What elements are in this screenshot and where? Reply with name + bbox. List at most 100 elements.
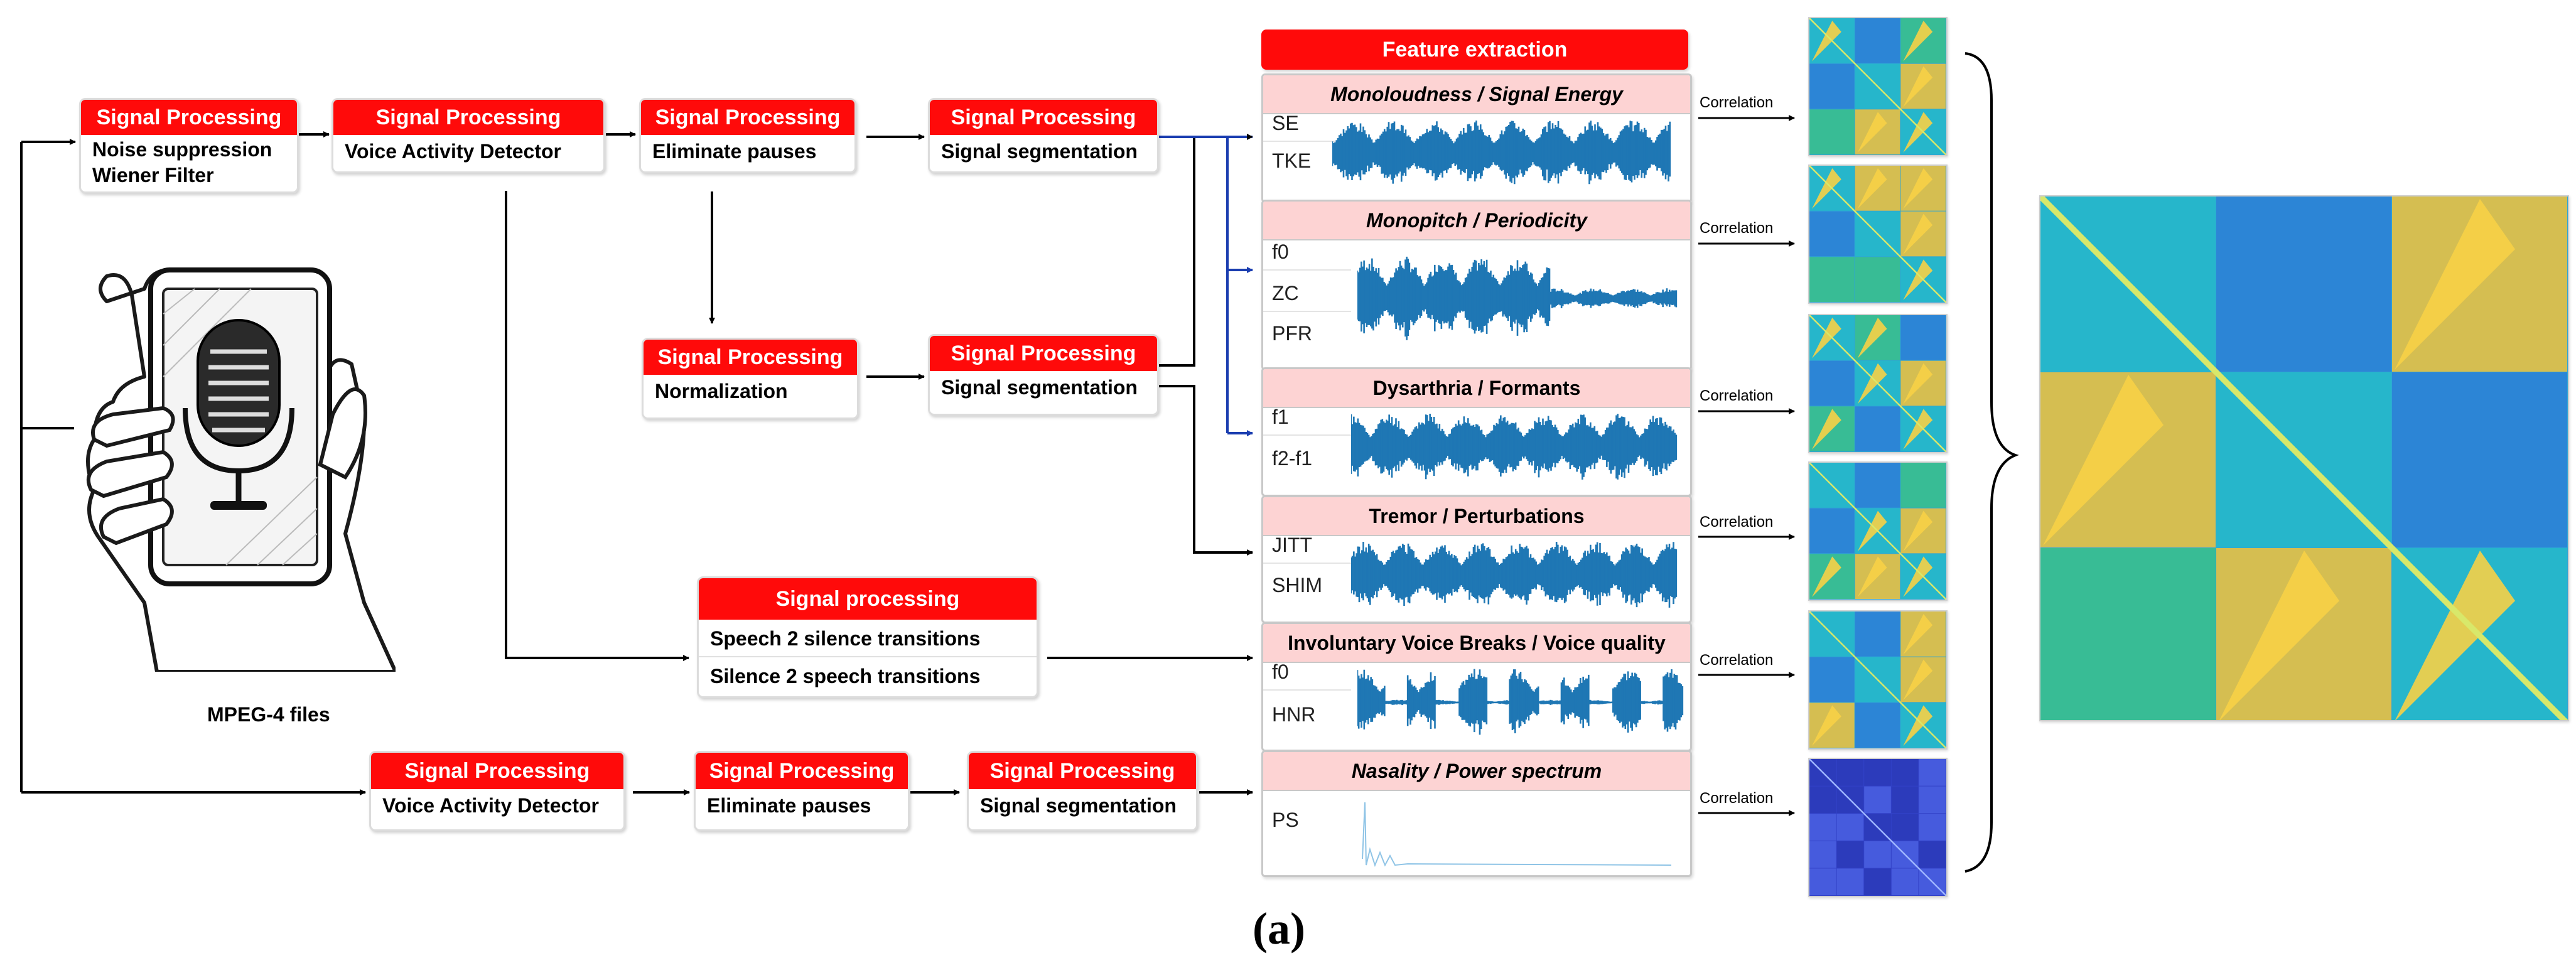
matrix-highlight <box>1903 659 1933 701</box>
matrix-highlight <box>1903 614 1933 655</box>
combined-correlation-matrix <box>2039 195 2569 721</box>
feature-label: SHIM <box>1272 574 1322 596</box>
feature-group: Involuntary Voice Breaks / Voice quality… <box>1261 622 1692 751</box>
matrix-block <box>1919 786 1946 814</box>
matrix-block <box>1836 814 1864 841</box>
matrix-block <box>2392 372 2567 547</box>
feature-label: PFR <box>1272 322 1312 345</box>
matrix-diagonal <box>1809 166 1946 303</box>
matrix-block <box>1864 786 1891 814</box>
matrix-highlight <box>1857 363 1887 404</box>
box-line: Speech 2 silence transitions <box>699 620 1037 657</box>
feature-divider <box>1263 563 1351 564</box>
feature-label: JITT <box>1272 534 1312 556</box>
feature-divider <box>1263 689 1351 691</box>
matrix-block <box>1855 611 1900 657</box>
eliminate-pauses-box-2: Signal Processing Eliminate pauses <box>694 751 910 831</box>
matrix-block <box>2216 197 2391 372</box>
waveform-plot <box>1351 413 1678 480</box>
microphone-grille <box>208 349 269 433</box>
matrix-highlight <box>1903 705 1933 746</box>
segment-mid-connector <box>1156 137 1195 367</box>
waveform-plot <box>1351 541 1678 608</box>
correlation-label: Correlation <box>1700 790 1774 807</box>
feature-group-title: Nasality / Power spectrum <box>1263 752 1690 791</box>
box-line: Eliminate pauses <box>707 794 871 817</box>
matrix-highlight <box>1812 168 1841 209</box>
box-header: Signal Processing <box>930 336 1157 371</box>
box-header: Signal Processing <box>644 340 857 375</box>
feature-label: PS <box>1272 809 1299 831</box>
feature-group-title: Dysarthria / Formants <box>1263 369 1690 408</box>
correlation-matrix-thumbnail <box>1808 610 1948 750</box>
matrix-block <box>1809 211 1855 257</box>
waveform-plot <box>1357 256 1678 340</box>
box-header: Signal processing <box>699 578 1037 620</box>
normalization-box: Signal Processing Normalization <box>642 338 859 419</box>
feature-label: f2-f1 <box>1272 447 1313 470</box>
box-line: Silence 2 speech transitions <box>710 665 981 687</box>
box-line: Normalization <box>655 380 788 402</box>
matrix-block <box>1855 463 1900 508</box>
eliminate-pauses-box: Signal Processing Eliminate pauses <box>639 98 856 173</box>
matrix-diagonal <box>1809 315 1946 452</box>
matrix-highlight <box>1903 168 1933 209</box>
feature-label: HNR <box>1272 703 1316 726</box>
matrix-diagonal <box>1809 611 1946 748</box>
feature-divider <box>1263 269 1351 271</box>
matrix-diagonal <box>2040 197 2568 720</box>
correlation-matrix-thumbnail <box>1808 17 1948 156</box>
matrix-block <box>1809 109 1855 154</box>
matrix-block <box>1864 868 1891 895</box>
correlation-matrix-thumbnail <box>1808 461 1948 601</box>
box-header: Signal Processing <box>371 753 623 789</box>
input-files-label: MPEG-4 files <box>207 703 330 726</box>
box-line: Eliminate pauses <box>652 140 817 163</box>
matrix-block <box>1809 841 1836 868</box>
feature-divider <box>1263 434 1351 436</box>
matrix-block <box>1864 759 1891 786</box>
matrix-block <box>1809 814 1836 841</box>
matrix-block <box>1864 841 1891 868</box>
vad-box-2: Signal Processing Voice Activity Detecto… <box>369 751 625 831</box>
box-header: Signal Processing <box>81 100 297 135</box>
box-line: Signal segmentation <box>980 794 1177 817</box>
matrix-diagonal <box>1809 18 1946 155</box>
matrix-highlight <box>1903 556 1933 597</box>
finger-3 <box>99 497 174 546</box>
signal-segmentation-box-2: Signal Processing Signal segmentation <box>928 334 1159 416</box>
matrix-block <box>1891 868 1919 895</box>
matrix-highlight <box>1903 510 1933 552</box>
matrix-highlight <box>1903 409 1933 450</box>
matrix-block <box>1919 814 1946 841</box>
matrix-block <box>1809 360 1855 406</box>
matrix-block <box>2040 548 2216 720</box>
matrix-block <box>1809 786 1836 814</box>
matrix-block <box>1891 786 1919 814</box>
feature-group-title: Involuntary Voice Breaks / Voice quality <box>1263 624 1690 663</box>
matrix-highlight <box>2395 551 2515 720</box>
matrix-block <box>1855 257 1900 302</box>
matrix-block <box>1900 463 1946 508</box>
feature-group-title: Monoloudness / Signal Energy <box>1263 75 1690 114</box>
matrix-highlight <box>1903 259 1933 300</box>
matrix-highlight <box>1903 213 1933 255</box>
matrix-highlight <box>1812 705 1841 746</box>
correlation-matrix-thumbnail <box>1808 758 1948 897</box>
matrix-highlight <box>1812 556 1841 597</box>
box-line: Signal segmentation <box>941 376 1138 399</box>
feature-group-title: Monopitch / Periodicity <box>1263 202 1690 240</box>
matrix-block <box>1891 814 1919 841</box>
signal-segmentation-box-3: Signal Processing Signal segmentation <box>967 751 1198 831</box>
feature-divider <box>1263 311 1351 312</box>
matrix-highlight <box>1903 21 1933 62</box>
figure-caption: (a) <box>1253 903 1305 954</box>
correlation-label: Correlation <box>1700 387 1774 404</box>
correlation-matrix-thumbnail <box>1808 314 1948 453</box>
